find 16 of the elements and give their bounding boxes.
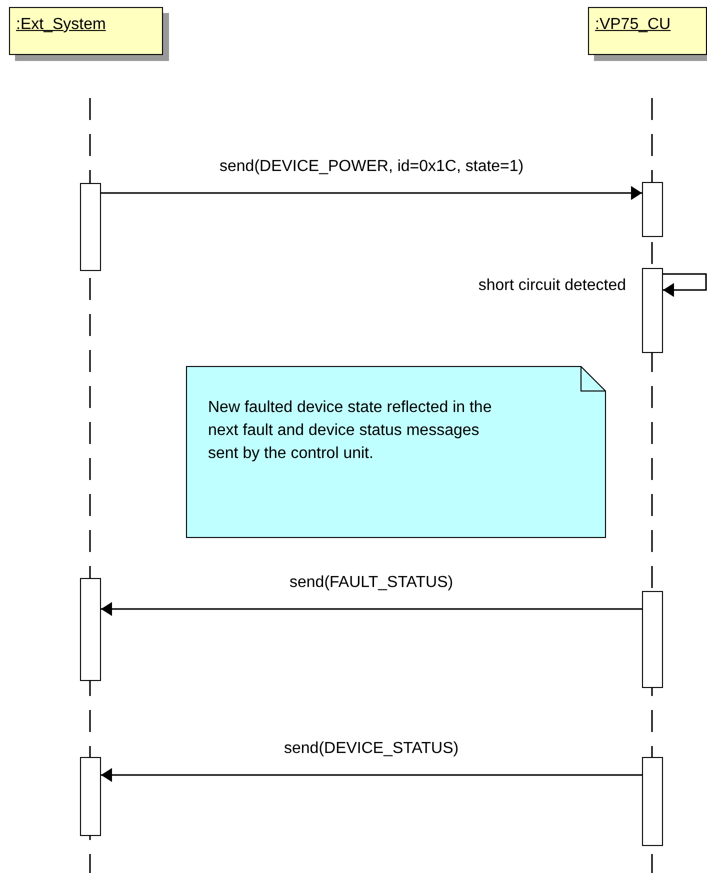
activation-bar [80, 183, 101, 271]
message-arrow [101, 186, 642, 200]
message-label: send(DEVICE_POWER, id=0x1C, state=1) [218, 158, 526, 176]
activation-bar [80, 578, 101, 681]
activation-bar [642, 182, 663, 237]
activation-bar [642, 268, 663, 353]
activation-bar [642, 757, 663, 846]
message-label: send(DEVICE_STATUS) [282, 740, 461, 758]
activation-bar [642, 591, 663, 688]
message-arrow [663, 273, 707, 297]
note [186, 366, 606, 538]
message-arrow [101, 768, 642, 782]
activation-bar [80, 757, 101, 836]
note-text: New faulted device state reflected in the next fault and device status messages sent by the control unit. [208, 398, 493, 464]
message-arrow [101, 602, 642, 616]
message-label: send(FAULT_STATUS) [288, 574, 456, 592]
